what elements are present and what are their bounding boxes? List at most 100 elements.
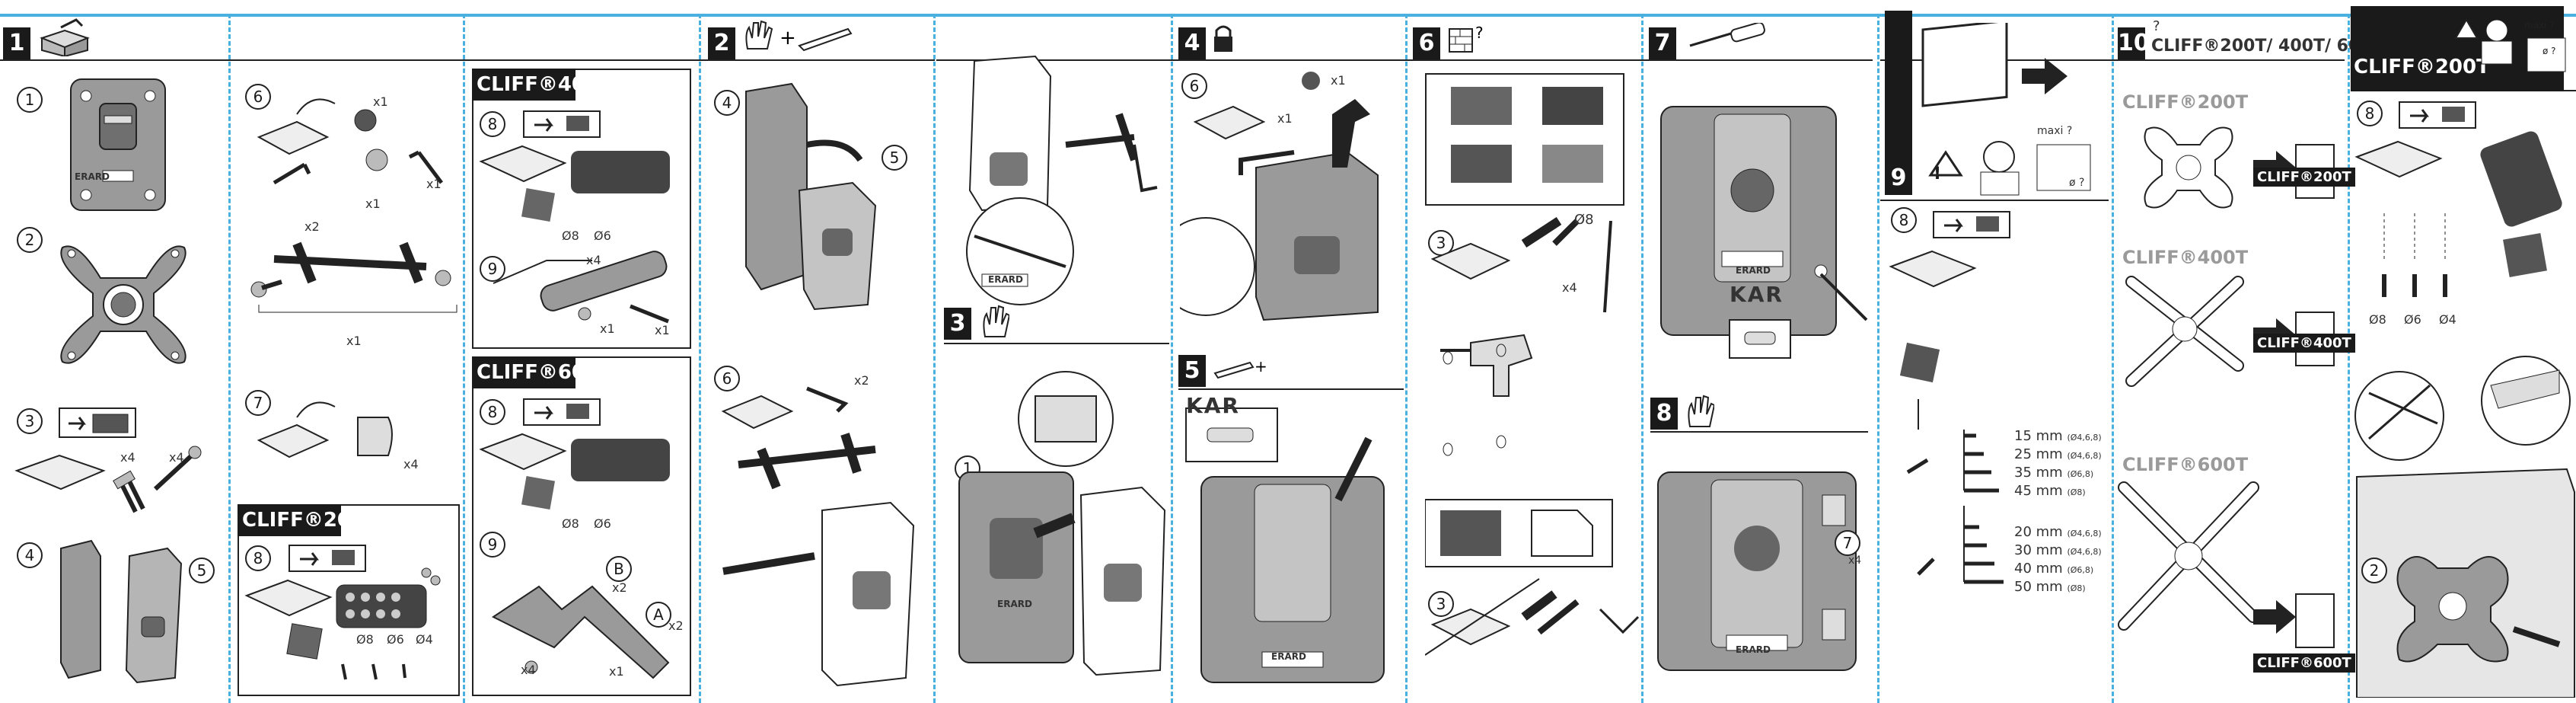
svg-text:+: + — [779, 27, 796, 50]
wall-question-icon: ? — [1449, 24, 1484, 53]
cliff-200t-header: CLIFF®200T — [2351, 6, 2564, 91]
step9-rule — [1880, 200, 2109, 201]
qty-B: x2 — [612, 580, 627, 595]
qty-endcap: x4 — [403, 457, 419, 471]
cliff-200t-tag: CLIFF®200T — [2253, 168, 2355, 187]
marker-6: 6 — [245, 84, 271, 110]
cliff-600t-box — [472, 356, 691, 696]
cliff-400t-box — [472, 69, 691, 349]
fold-line — [1171, 14, 1173, 703]
marker-7-step8: 7 — [1835, 530, 1860, 556]
fold-line — [2348, 14, 2350, 703]
size-8-400: Ø8 — [562, 228, 579, 243]
parts-7-illustration — [257, 401, 393, 459]
size-8-panel11: Ø8 — [2369, 312, 2386, 327]
cliff-200t-header-title: CLIFF®200T — [2354, 56, 2490, 78]
cliff-600t-parts — [479, 398, 670, 679]
screw-length: 45 mm — [2014, 483, 2063, 499]
maxi-question: maxi ? — [2037, 125, 2073, 137]
cliff-200t-title: CLIFF®200T — [238, 504, 378, 536]
cliff-600t-plate — [2118, 481, 2335, 648]
qty-key: x1 — [426, 177, 442, 191]
step-9-number: 9 — [1885, 11, 1912, 195]
screw-40: 40 mm (Ø6,8) — [2014, 561, 2093, 577]
fold-line — [228, 14, 231, 703]
tv-choice-illustration — [1921, 23, 2091, 196]
fold-line — [1405, 14, 1408, 703]
marker-6-step4: 6 — [1181, 73, 1207, 99]
marker-A: A — [646, 602, 671, 628]
header-rule — [1172, 59, 1873, 61]
fold-line — [1877, 14, 1879, 703]
step-7-number: 7 — [1649, 27, 1676, 59]
marker-6-step2: 6 — [714, 366, 740, 391]
panel11-parts — [2354, 101, 2562, 297]
fold-line — [699, 14, 701, 703]
qty-plugs: x4 — [120, 450, 135, 465]
screw-diameters: (Ø4,6,8) — [2067, 433, 2102, 443]
qty-400-washers: x4 — [586, 253, 601, 267]
qty-400-key: x1 — [655, 323, 670, 337]
header-rule — [0, 59, 699, 61]
qty-step6-plugs: x4 — [1562, 280, 1577, 295]
fold-line — [933, 14, 936, 703]
bracket-assembly-illustration — [745, 82, 877, 311]
screw-45: 45 mm (Ø8) — [2014, 483, 2086, 499]
cliff-200t-parts — [244, 545, 441, 680]
marker-9-400: 9 — [480, 256, 505, 282]
marker-3: 3 — [17, 408, 43, 434]
step5-rule — [1178, 388, 1404, 390]
screw-length: 30 mm — [2014, 542, 2063, 558]
step-5-number: 5 — [1178, 355, 1206, 387]
qty-step4-cap: x1 — [1331, 73, 1346, 88]
lock-icon — [1214, 25, 1232, 52]
cliff-600t-label: CLIFF®600T — [2122, 454, 2249, 475]
cliff-200t-box — [238, 504, 460, 696]
vesa-cross-plate — [60, 245, 187, 364]
step8-rule — [1650, 431, 1868, 433]
brand-label: ERARD — [997, 599, 1032, 609]
marker-B: B — [606, 556, 632, 582]
diameter-question-2: ø ? — [2543, 46, 2556, 56]
screw-25: 25 mm (Ø4,6,8) — [2014, 446, 2102, 462]
size-8: Ø8 — [356, 632, 374, 647]
warning-reading-icon — [2454, 18, 2566, 72]
marker-9-600: 9 — [480, 532, 505, 558]
screw-diameters: (Ø4,6,8) — [2067, 547, 2102, 557]
brand-label: ERARD — [75, 171, 110, 182]
fold-line — [1641, 14, 1643, 703]
step-10-question: ? — [2153, 18, 2160, 34]
hand-icon — [983, 305, 1009, 337]
brackets-illustration — [60, 539, 183, 684]
qty-cap: x1 — [373, 94, 388, 109]
hand-icon — [1688, 395, 1714, 427]
size-4: Ø4 — [416, 632, 433, 647]
screw-length: 50 mm — [2014, 579, 2063, 595]
mark-holes-illustration — [1185, 407, 1385, 683]
cliff-400t-tag: CLIFF®400T — [2253, 334, 2355, 353]
size-8-600: Ø8 — [562, 516, 579, 531]
screw-length: 20 mm — [2014, 524, 2063, 540]
cliff-600t-tag: CLIFF®600T — [2253, 653, 2355, 673]
cliff-200t-label: CLIFF®200T — [2122, 91, 2249, 113]
screw-diameters: (Ø8) — [2067, 487, 2086, 497]
screw-diameters: (Ø4,6,8) — [2067, 451, 2102, 461]
brand-label: ERARD — [1736, 265, 1771, 276]
cliff-400t-label: CLIFF®400T — [2122, 247, 2249, 268]
marker-8-600: 8 — [480, 399, 505, 425]
marker-8-panel11: 8 — [2357, 101, 2383, 126]
hardware-bag-illustration — [14, 407, 202, 513]
marker-2-panel11: 2 — [2361, 558, 2387, 583]
cap-screws-illustration — [1657, 471, 1857, 671]
tv-screws-illustration — [1889, 211, 2010, 582]
marker-5-step2: 5 — [882, 145, 907, 171]
screw-diameters: (Ø4,6,8) — [2067, 529, 2102, 538]
screwdriver-icon — [1689, 23, 1765, 47]
marker-8-step9: 8 — [1891, 207, 1917, 233]
lock-assembly-illustration — [1180, 72, 1379, 321]
tv-mount-illustration — [2354, 356, 2575, 698]
screw-30: 30 mm (Ø4,6,8) — [2014, 542, 2102, 558]
diameter-question: ø ? — [2069, 177, 2085, 189]
marker-4: 4 — [17, 542, 43, 568]
size-6: Ø6 — [387, 632, 404, 647]
